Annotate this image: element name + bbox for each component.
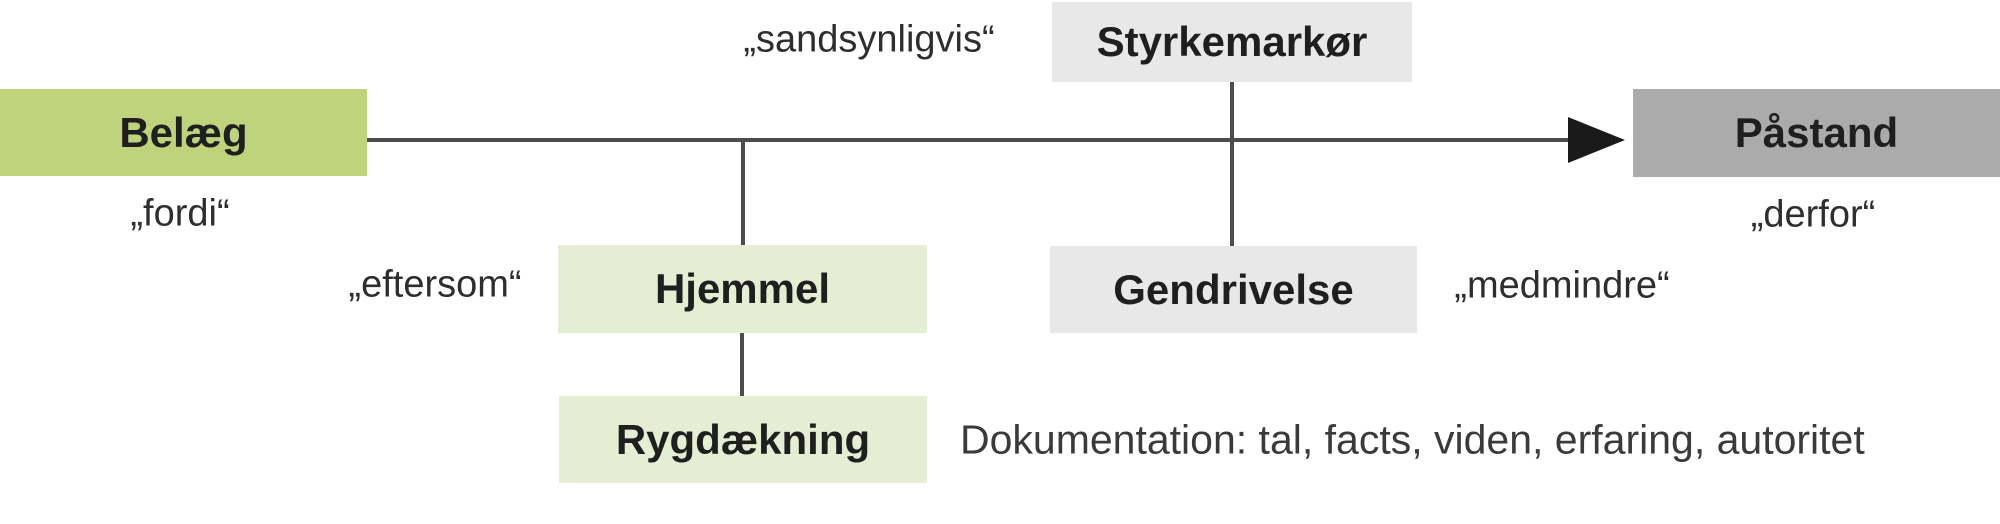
belaeg-node: Belæg: [0, 89, 367, 176]
sandsynligvis-quote-label: „sandsynligvis“: [743, 18, 995, 61]
gendrivelse-node-label: Gendrivelse: [1113, 265, 1354, 313]
pastand-node: Påstand: [1633, 89, 2000, 177]
derfor-quote-label: „derfor“: [1750, 193, 1876, 236]
rygdaekning-node-label: Rygdækning: [615, 415, 871, 463]
styrkemarkor-node-label: Styrkemarkør: [1096, 18, 1368, 65]
belaeg-node-label: Belæg: [119, 108, 248, 156]
hjemmel-node: Hjemmel: [558, 245, 927, 333]
fordi-quote-label: „fordi“: [130, 192, 230, 235]
pastand-node-label: Påstand: [1734, 109, 1899, 156]
dokumentation-annotation: Dokumentation: tal, facts, viden, erfari…: [960, 416, 1865, 463]
main-arrowhead-icon: [1568, 117, 1625, 163]
hjemmel-node-label: Hjemmel: [654, 265, 831, 312]
rygdaekning-node: Rygdækning: [559, 396, 927, 483]
gendrivelse-node: Gendrivelse: [1050, 246, 1417, 333]
styrkemarkor-node: Styrkemarkør: [1052, 2, 1412, 82]
eftersom-quote-label: „eftersom“: [348, 263, 522, 306]
medmindre-quote-label: „medmindre“: [1454, 264, 1670, 307]
